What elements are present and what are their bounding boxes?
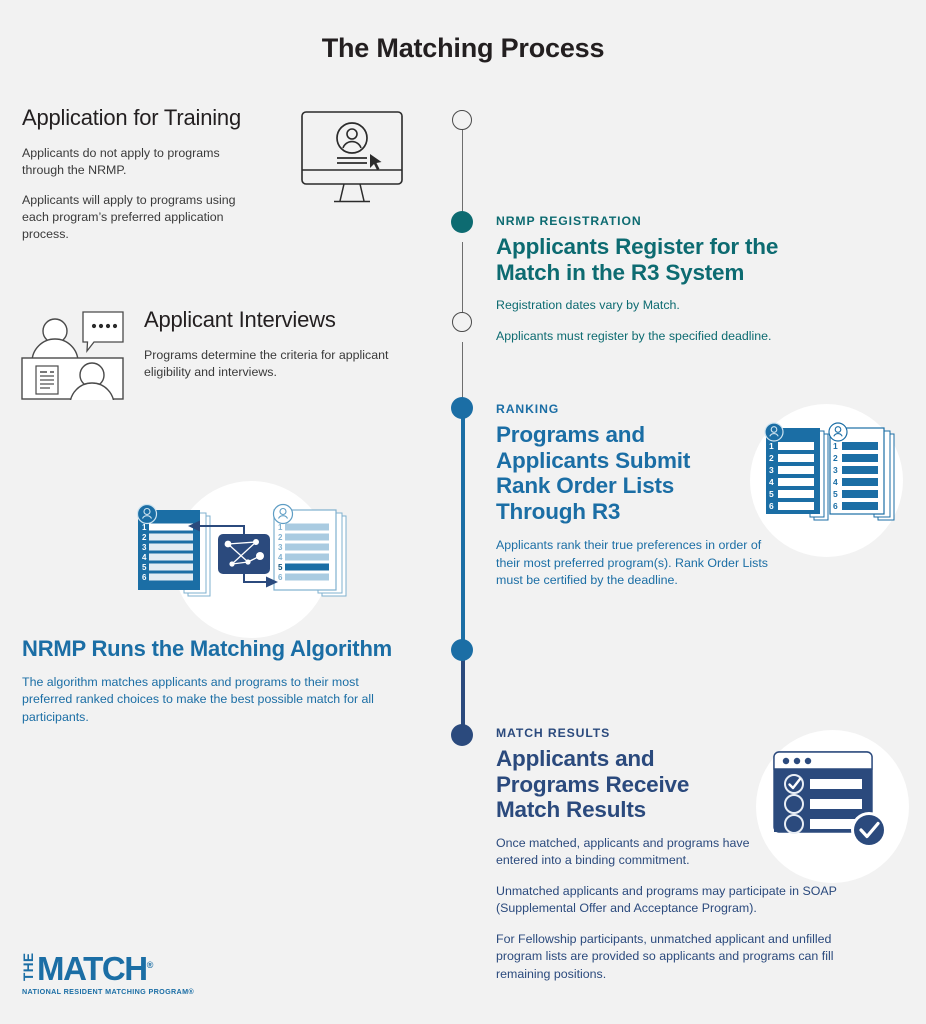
section-match-results: MATCH RESULTS Applicants and Programs Re… — [496, 726, 896, 983]
timeline-dot-start — [452, 110, 472, 130]
application-for-training-paragraph-2: Applicants will apply to programs using … — [22, 193, 236, 241]
page-title: The Matching Process — [321, 33, 605, 63]
svg-text:5: 5 — [769, 489, 774, 499]
logo-registered-mark: ® — [146, 960, 154, 970]
timeline — [440, 100, 486, 760]
match-results-kicker: MATCH RESULTS — [496, 726, 611, 740]
svg-text:6: 6 — [769, 501, 774, 511]
svg-text:3: 3 — [833, 465, 838, 475]
matching-algorithm-heading: NRMP Runs the Matching Algorithm — [22, 636, 393, 661]
timeline-dot-ranking — [451, 397, 473, 419]
application-for-training-heading: Application for Training — [22, 105, 241, 130]
timeline-segment-2 — [461, 242, 463, 322]
svg-text:4: 4 — [769, 477, 774, 487]
section-application-for-training: Application for Training Applicants do n… — [22, 105, 292, 243]
svg-text:5: 5 — [833, 489, 838, 499]
svg-text:3: 3 — [278, 543, 283, 552]
svg-text:6: 6 — [278, 573, 283, 582]
svg-text:1: 1 — [833, 441, 838, 451]
svg-text:5: 5 — [142, 563, 147, 572]
svg-text:6: 6 — [142, 573, 147, 582]
svg-text:3: 3 — [142, 543, 147, 552]
svg-text:2: 2 — [142, 533, 147, 542]
svg-text:1: 1 — [769, 441, 774, 451]
timeline-segment-4 — [460, 418, 465, 668]
logo-match-word: MATCH — [37, 950, 148, 987]
match-results-paragraph-1: Once matched, applicants and programs ha… — [496, 835, 750, 868]
nrmp-registration-heading: Applicants Register for the Match in the… — [496, 234, 779, 285]
nrmp-registration-paragraph-1: Registration dates vary by Match. — [496, 298, 680, 312]
match-results-heading: Applicants and Programs Receive Match Re… — [496, 746, 690, 822]
nrmp-registration-paragraph-2: Applicants must register by the specifie… — [496, 328, 772, 343]
section-applicant-interviews: Applicant Interviews Programs determine … — [144, 307, 414, 381]
svg-text:2: 2 — [833, 453, 838, 463]
timeline-segment-5 — [460, 660, 465, 740]
match-results-paragraph-2: Unmatched applicants and programs may pa… — [496, 883, 837, 916]
applicant-interviews-heading: Applicant Interviews — [144, 307, 336, 332]
interview-desk-speech-bubble-icon — [20, 306, 125, 400]
svg-text:4: 4 — [278, 553, 283, 562]
logo-subtitle: NATIONAL RESIDENT MATCHING PROGRAM® — [22, 987, 195, 996]
the-match-logo: THE MATCH® NATIONAL RESIDENT MATCHING PR… — [21, 950, 195, 996]
desktop-monitor-user-icon — [300, 110, 404, 205]
timeline-segment-1 — [461, 120, 463, 220]
timeline-segment-3 — [461, 342, 463, 408]
svg-text:3: 3 — [769, 465, 774, 475]
section-nrmp-runs-matching-algorithm: NRMP Runs the Matching Algorithm The alg… — [22, 636, 442, 726]
application-for-training-paragraph-1: Applicants do not apply to programs thro… — [22, 146, 220, 177]
svg-text:4: 4 — [833, 477, 838, 487]
ranking-heading: Programs and Applicants Submit Rank Orde… — [496, 422, 691, 524]
matching-algorithm-paragraph-1: The algorithm matches applicants and pro… — [22, 674, 374, 724]
svg-text:4: 4 — [142, 553, 147, 562]
timeline-dot-match-results — [451, 724, 473, 746]
ranking-paragraph-1: Applicants rank their true preferences i… — [496, 538, 768, 587]
timeline-dot-nrmp-registration — [451, 211, 473, 233]
ranking-kicker: RANKING — [496, 402, 560, 416]
timeline-dot-algorithm — [451, 639, 473, 661]
svg-text:1: 1 — [278, 523, 283, 532]
timeline-dot-midpoint — [452, 312, 472, 332]
svg-text:1: 1 — [142, 523, 147, 532]
logo-match-text: MATCH® — [37, 950, 154, 987]
svg-text:2: 2 — [278, 533, 283, 542]
match-results-checklist-window-icon — [772, 750, 894, 855]
applicant-interviews-paragraph-1: Programs determine the criteria for appl… — [144, 348, 389, 379]
section-nrmp-registration: NRMP REGISTRATION Applicants Register fo… — [496, 214, 896, 345]
svg-text:5: 5 — [278, 563, 283, 572]
match-results-paragraph-3: For Fellowship participants, unmatched a… — [496, 931, 834, 981]
logo-the-text: THE — [21, 952, 36, 982]
svg-text:6: 6 — [833, 501, 838, 511]
rank-order-lists-icon: 1 2 3 4 5 6 1 2 3 4 5 6 — [762, 418, 902, 538]
svg-text:2: 2 — [769, 453, 774, 463]
nrmp-registration-kicker: NRMP REGISTRATION — [496, 214, 642, 228]
section-ranking: RANKING Programs and Applicants Submit R… — [496, 402, 786, 590]
